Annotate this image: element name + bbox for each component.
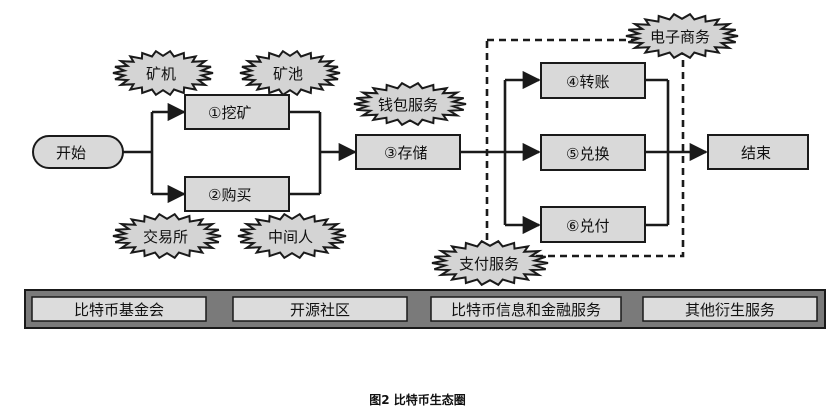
bitcoin-ecosystem-diagram: 开始 ①挖矿 ②购买 ③存储 ④转账 ⑤兑换 ⑥兑付 结束 矿机 矿池 xyxy=(24,12,826,329)
burst-middleman: 中间人 xyxy=(237,212,347,260)
start-node: 开始 xyxy=(32,135,124,169)
step-store-label: ③存储 xyxy=(384,144,427,162)
ecosystem-item-label: 其他衍生服务 xyxy=(685,301,775,319)
start-label: 开始 xyxy=(56,144,86,162)
burst-exchange-house: 交易所 xyxy=(112,212,222,260)
step-transfer-label: ④转账 xyxy=(566,73,609,91)
burst-payment: 支付服务 xyxy=(431,239,549,287)
step-buy: ②购买 xyxy=(184,176,290,212)
ecosystem-item-label: 开源社区 xyxy=(290,301,350,319)
burst-pool: 矿池 xyxy=(239,49,341,97)
figure-caption: 图2 比特币生态圈 xyxy=(369,393,466,407)
ecosystem-item-label: 比特币基金会 xyxy=(74,301,164,319)
step-exchange-label: ⑤兑换 xyxy=(566,145,609,163)
ecosystem-item-label: 比特币信息和金融服务 xyxy=(451,301,601,319)
ecosystem-item-open-source: 开源社区 xyxy=(232,296,408,322)
step-transfer: ④转账 xyxy=(540,62,646,99)
burst-pool-label: 矿池 xyxy=(273,65,303,83)
step-buy-label: ②购买 xyxy=(208,186,251,204)
step-store: ③存储 xyxy=(355,134,461,170)
flow-connectors xyxy=(123,70,708,235)
ecosystem-item-info-finance: 比特币信息和金融服务 xyxy=(430,296,622,322)
burst-ecommerce-label: 电子商务 xyxy=(650,28,710,46)
end-node: 结束 xyxy=(707,134,809,170)
burst-miner-label: 矿机 xyxy=(146,65,176,83)
burst-miner: 矿机 xyxy=(112,49,214,97)
step-pay: ⑥兑付 xyxy=(540,206,646,243)
step-mining: ①挖矿 xyxy=(184,94,290,130)
burst-ecommerce: 电子商务 xyxy=(625,12,739,60)
ecosystem-item-foundation: 比特币基金会 xyxy=(31,296,207,322)
burst-wallet-label: 钱包服务 xyxy=(378,96,438,114)
ecosystem-bar: 比特币基金会 开源社区 比特币信息和金融服务 其他衍生服务 xyxy=(24,289,826,329)
burst-middleman-label: 中间人 xyxy=(268,228,313,246)
burst-payment-label: 支付服务 xyxy=(459,255,519,273)
step-pay-label: ⑥兑付 xyxy=(566,217,609,235)
burst-exchange-house-label: 交易所 xyxy=(143,228,188,246)
step-mining-label: ①挖矿 xyxy=(208,104,251,122)
burst-wallet: 钱包服务 xyxy=(353,81,467,127)
ecommerce-boundary xyxy=(485,38,685,258)
ecosystem-item-derivatives: 其他衍生服务 xyxy=(642,296,818,322)
step-exchange: ⑤兑换 xyxy=(540,134,646,171)
end-label: 结束 xyxy=(741,144,771,162)
burst-group: 矿机 矿池 钱包服务 电子商务 交易所 中间人 支付服务 xyxy=(112,12,739,287)
